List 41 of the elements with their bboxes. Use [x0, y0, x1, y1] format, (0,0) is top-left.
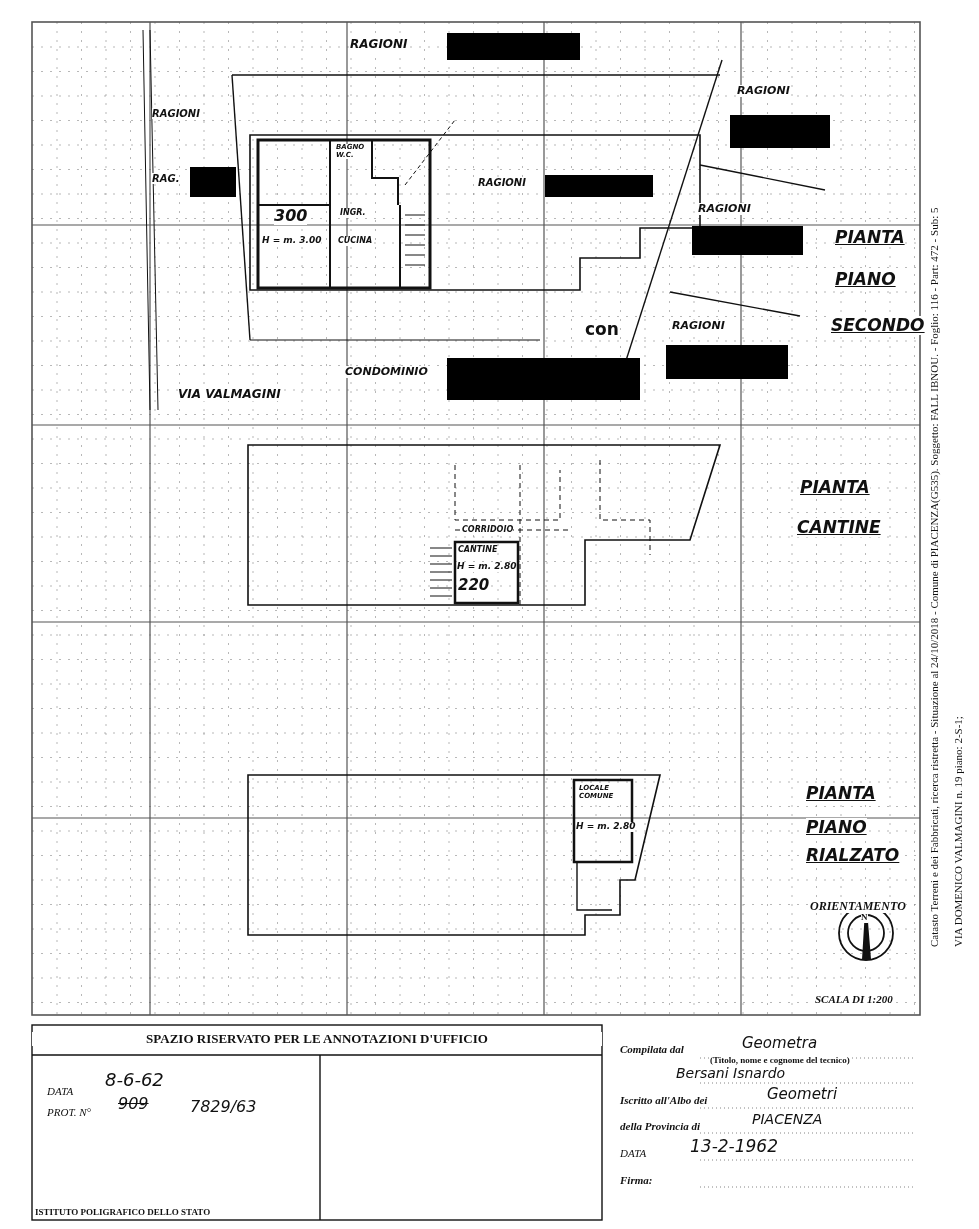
- plan-label: CONDOMINIO: [345, 366, 428, 379]
- form-heading: SPAZIO RISERVATO PER LE ANNOTAZIONI D'UFFICIO: [32, 1032, 602, 1047]
- plan-label: RAGIONI: [672, 320, 725, 333]
- room-label: CUCINA: [338, 237, 373, 246]
- handwritten-entry: 7829/63: [190, 1098, 257, 1116]
- field-label: DATA: [47, 1085, 74, 1098]
- plan-label: RAGIONI: [152, 108, 200, 119]
- plan-title: CANTINE: [797, 518, 881, 537]
- plan-title: PIANO: [806, 818, 867, 837]
- plan-label: RAGIONI: [737, 85, 790, 98]
- room-label: INGR.: [340, 209, 366, 218]
- plan-label: RAGIONI: [478, 177, 526, 188]
- area-value: 220: [458, 577, 490, 594]
- height-label: H = m. 2.80: [457, 562, 517, 572]
- plan-title: PIANTA: [835, 228, 905, 247]
- street-label: VIA VALMAGINI: [178, 388, 281, 402]
- height-label: H = m. 3.00: [262, 236, 322, 246]
- plan-label: RAGIONI: [698, 203, 751, 216]
- printer-imprint: ISTITUTO POLIGRAFICO DELLO STATO: [35, 1208, 211, 1218]
- plan-title: SECONDO: [831, 316, 925, 335]
- field-label: PROT. N°: [47, 1106, 91, 1119]
- plan-title: PIANTA: [800, 478, 870, 497]
- orientation-label: ORIENTAMENTO: [810, 900, 906, 914]
- room-label: CORRIDOIO: [462, 526, 514, 535]
- area-value: 300: [274, 207, 308, 225]
- plan-label: RAG.: [152, 173, 180, 184]
- room-label: CANTINE: [458, 546, 498, 555]
- plan-label: con: [585, 320, 619, 339]
- field-label: DATA: [620, 1147, 647, 1160]
- plan-label: RAGIONI: [350, 38, 408, 52]
- field-label: Firma:: [620, 1174, 653, 1187]
- field-label: Compilata dal: [620, 1043, 684, 1056]
- plan-title: PIANTA: [806, 784, 876, 803]
- field-label: della Provincia di: [620, 1120, 701, 1133]
- compass-letter: N: [861, 913, 868, 923]
- scale-label: SCALA DI 1:200: [815, 993, 893, 1006]
- field-hint: (Titolo, nome e cognome del tecnico): [710, 1056, 850, 1066]
- plan-title: RIALZATO: [806, 846, 900, 865]
- height-label: H = m. 2.80: [576, 822, 636, 832]
- plan-title: PIANO: [835, 270, 896, 289]
- field-label: Iscritto all'Albo dei: [620, 1094, 708, 1107]
